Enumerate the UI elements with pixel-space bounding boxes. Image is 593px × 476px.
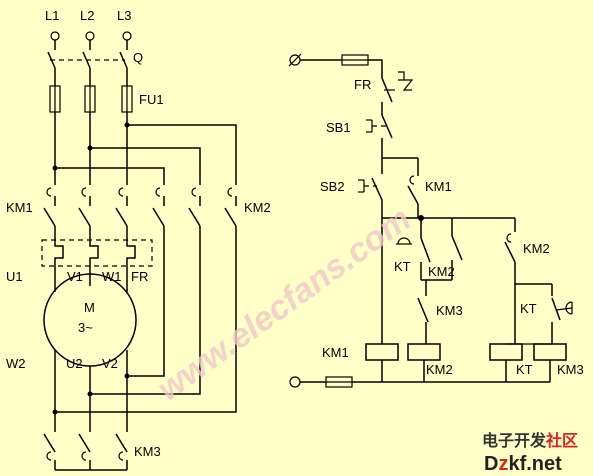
terminal-l1 (50, 31, 60, 41)
label-w2: W2 (6, 356, 26, 371)
label-kt-nc: KT (394, 259, 411, 274)
label-fu1: FU1 (139, 92, 164, 107)
label-v2: V2 (102, 356, 118, 371)
label-km2-aux-top: KM2 (523, 241, 550, 256)
contact-km3-main: KM3 (43, 433, 161, 471)
site-logo-line1: 电子开发社区 (482, 431, 578, 450)
contact-km2-main: KM2 (152, 187, 271, 227)
motor-m: M 3~ (43, 273, 137, 367)
site-logo: 电子开发社区 Dzkf.net (482, 431, 578, 475)
label-fr-main: FR (131, 269, 148, 284)
label-km1-main: KM1 (6, 200, 33, 215)
label-l2: L2 (80, 8, 94, 23)
label-fr-ctrl: FR (354, 77, 371, 92)
coil-km2: KM2 (407, 343, 453, 377)
contact-km1-main: KM1 (6, 187, 128, 227)
label-l1: L1 (45, 8, 59, 23)
label-sb1: SB1 (326, 120, 351, 135)
contact-fr-nc: FR (354, 71, 414, 103)
label-sb2: SB2 (320, 179, 345, 194)
fuse-fu1: FU1 (49, 85, 164, 113)
button-sb2: SB2 (320, 158, 383, 201)
label-km1-coil: KM1 (322, 345, 349, 360)
label-q: Q (133, 50, 143, 65)
label-km1-aux: KM1 (425, 179, 452, 194)
contact-km3-nc: KM3 (417, 297, 463, 344)
button-sb1: SB1 (326, 114, 393, 139)
coil-kt: KT (489, 343, 533, 377)
label-km3-coil: KM3 (557, 362, 584, 377)
contact-kt-nc: KT (394, 218, 431, 280)
label-kt-timer: KT (520, 301, 537, 316)
label-km2-coil: KM2 (426, 362, 453, 377)
terminal-l3 (122, 31, 132, 41)
site-logo-line2: Dzkf.net (484, 453, 562, 475)
coil-km3: KM3 (533, 343, 584, 377)
label-l3: L3 (117, 8, 131, 23)
label-u2: U2 (66, 356, 83, 371)
contact-kt-timer: KT (520, 297, 573, 344)
control-circuit: FR SB1 SB2 (288, 53, 584, 388)
km2-feed-wires (52, 122, 237, 185)
label-km3-main: KM3 (134, 444, 161, 459)
contact-km1-aux: KM1 (407, 158, 452, 218)
coil-km1: KM1 (322, 343, 399, 361)
label-kt-coil: KT (516, 362, 533, 377)
label-w1: W1 (102, 269, 122, 284)
label-motor-m: M (84, 300, 95, 315)
contact-km2-aux-top: KM2 (504, 218, 550, 344)
contact-km2-nc: KM2 (428, 218, 463, 280)
thermal-relay-fr (41, 226, 153, 267)
watermark-text: www.elecfans.com (150, 200, 417, 409)
switch-q: Q (47, 40, 143, 69)
label-u1: U1 (6, 269, 23, 284)
label-motor-phase: 3~ (78, 320, 93, 335)
main-circuit: L1 L2 L3 Q FU1 (6, 8, 271, 471)
control-terminal-bottom (289, 376, 301, 388)
label-km2-main: KM2 (244, 200, 271, 215)
label-km3-nc: KM3 (436, 303, 463, 318)
label-km2-nc: KM2 (428, 264, 455, 279)
terminal-l2 (85, 31, 95, 41)
km2-output-wires (55, 226, 237, 413)
